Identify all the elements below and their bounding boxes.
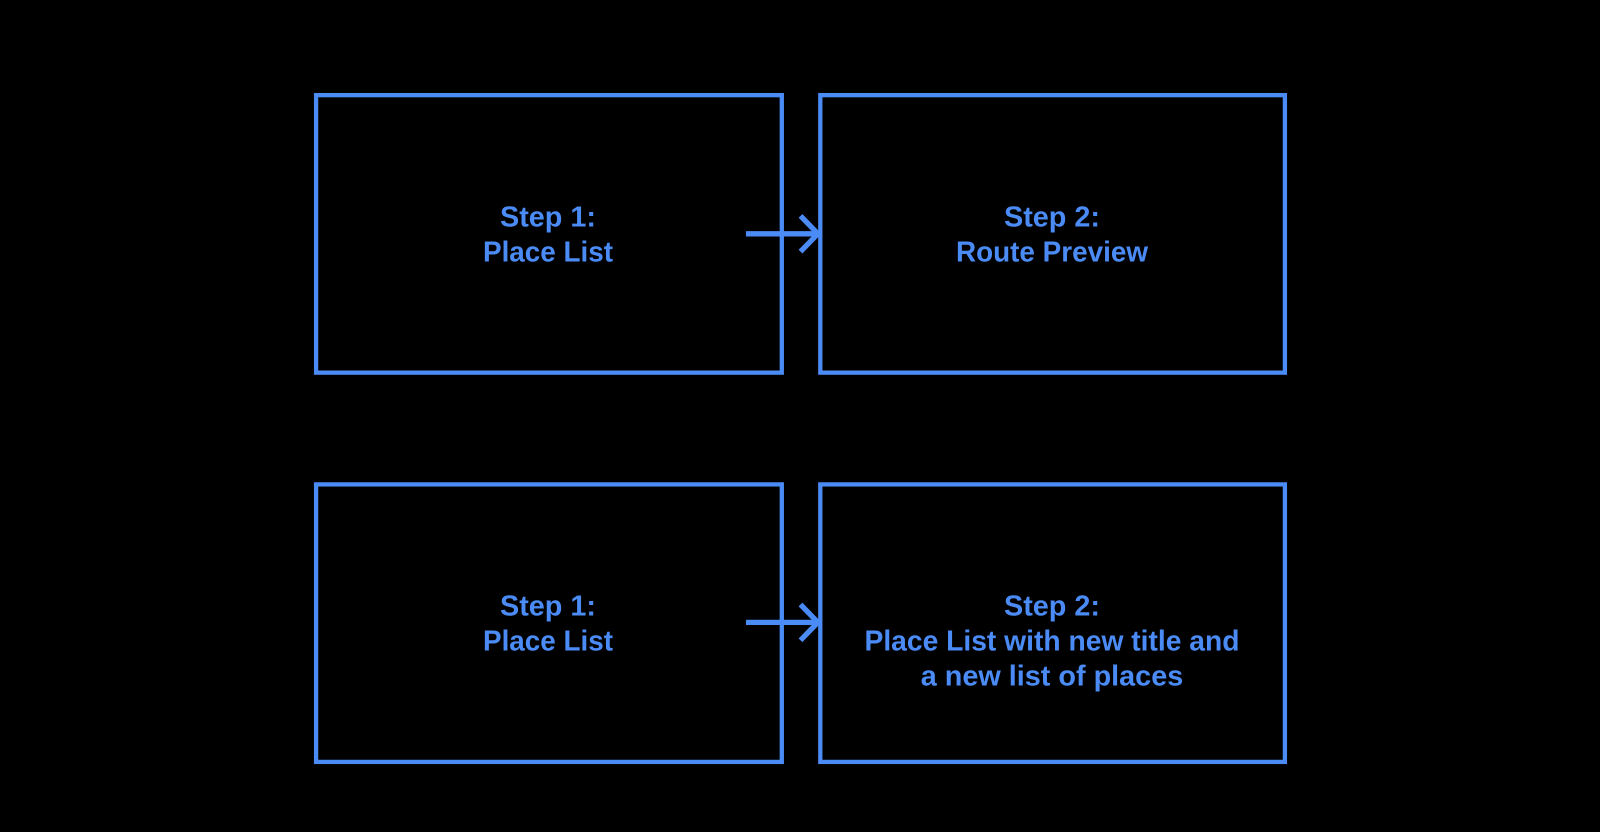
- svg-text:Step 1:: Step 1:: [500, 590, 596, 622]
- svg-text:Route Preview: Route Preview: [956, 237, 1149, 269]
- svg-text:Place List with new title and: Place List with new title and: [865, 625, 1240, 657]
- svg-text:Step 2:: Step 2:: [1004, 202, 1100, 234]
- svg-text:Step 2:: Step 2:: [1004, 590, 1100, 622]
- svg-text:Place List: Place List: [483, 625, 613, 657]
- svg-text:Step 1:: Step 1:: [500, 202, 596, 234]
- svg-text:a new list of places: a new list of places: [921, 660, 1183, 692]
- svg-text:Place List: Place List: [483, 237, 613, 269]
